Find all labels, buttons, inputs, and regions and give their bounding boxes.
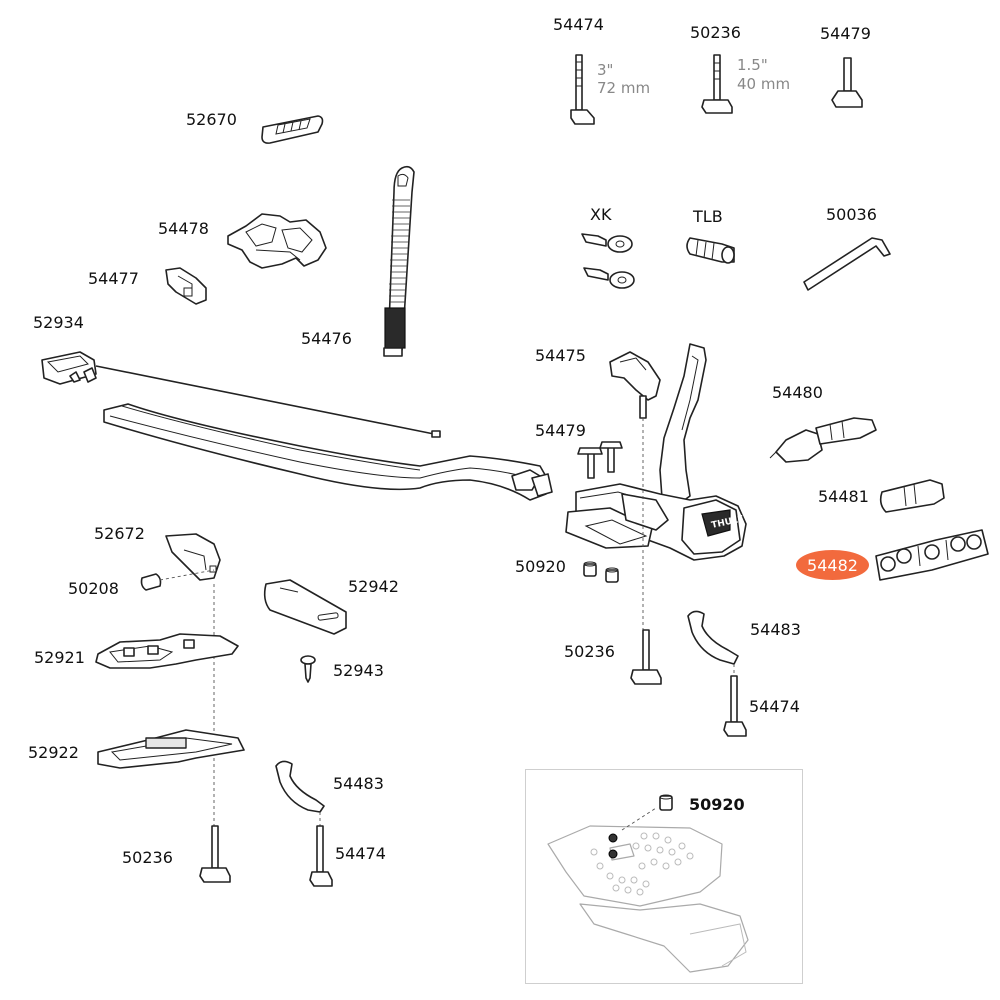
part-54480-adapter [769, 417, 877, 463]
label-54477: 54477 [88, 269, 139, 288]
label-54476: 54476 [301, 329, 352, 348]
inset-detail-drawing [547, 794, 749, 973]
part-xk-keys [581, 233, 635, 289]
label-52921: 52921 [34, 648, 85, 667]
part-50236-bolt-mid [630, 629, 662, 685]
label-54478: 54478 [158, 219, 209, 238]
part-54475-lever [609, 351, 661, 419]
label-54479-mid: 54479 [535, 421, 586, 440]
part-54474-bolt-top [570, 54, 595, 125]
label-54481: 54481 [818, 487, 869, 506]
part-54481-adapter [879, 479, 945, 513]
label-52672: 52672 [94, 524, 145, 543]
part-52943-screw [300, 655, 316, 683]
dim-bolt-40-in: 1.5" [737, 56, 768, 74]
part-54477-clip [165, 267, 207, 305]
label-52670: 52670 [186, 110, 237, 129]
dim-bolt-40-mm: 40 mm [737, 75, 791, 93]
label-50920-inset: 50920 [689, 795, 745, 814]
part-50920-caps [583, 561, 619, 583]
label-52934: 52934 [33, 313, 84, 332]
label-54474-top: 54474 [553, 15, 604, 34]
label-tlb: TLB [693, 207, 723, 226]
label-50236-low: 50236 [122, 848, 173, 867]
part-52922-base-plate [97, 729, 245, 769]
label-54480: 54480 [772, 383, 823, 402]
part-main-carrier [565, 343, 747, 561]
part-54478-wheel-holder [227, 213, 327, 269]
label-50036: 50036 [826, 205, 877, 224]
part-tlb-lock-barrel [686, 237, 735, 264]
part-54483-bracket-mid [687, 610, 739, 665]
label-50236-mid: 50236 [564, 642, 615, 661]
label-54482-highlighted: 54482 [796, 550, 869, 580]
label-54474-mid: 54474 [749, 697, 800, 716]
dim-bolt-72-in: 3" [597, 61, 614, 79]
label-54475: 54475 [535, 346, 586, 365]
part-50236-bolt-top [701, 54, 733, 114]
label-54479-top: 54479 [820, 24, 871, 43]
label-52943: 52943 [333, 661, 384, 680]
label-52922: 52922 [28, 743, 79, 762]
label-50208: 50208 [68, 579, 119, 598]
part-54479-bolt-top [831, 57, 863, 108]
part-rail [103, 403, 553, 501]
label-xk: XK [590, 205, 612, 224]
part-52934-cable [41, 351, 441, 438]
part-50236-bolt-low [199, 825, 231, 883]
part-52942-pad [263, 579, 347, 635]
dim-bolt-72-mm: 72 mm [597, 79, 651, 97]
part-50036-hex-key [803, 237, 891, 291]
part-50208-pin [140, 569, 215, 591]
part-54474-bolt-mid [723, 664, 747, 737]
part-54474-bolt-low [309, 812, 333, 887]
label-52942: 52942 [348, 577, 399, 596]
part-52921-plate [95, 633, 239, 669]
label-50920-mid: 50920 [515, 557, 566, 576]
label-54474-low: 54474 [335, 844, 386, 863]
part-52670-strap-clip [261, 115, 324, 144]
label-50236-top: 50236 [690, 23, 741, 42]
label-54483-low: 54483 [333, 774, 384, 793]
part-54482-adapter-set [875, 529, 989, 581]
part-54476-ratchet-strap [383, 165, 415, 357]
part-54483-bracket-low [275, 760, 325, 813]
part-52672-end-cap [165, 533, 221, 581]
label-54483-mid: 54483 [750, 620, 801, 639]
part-54479-bolts-mid [577, 441, 623, 479]
inset-frame [525, 769, 803, 984]
